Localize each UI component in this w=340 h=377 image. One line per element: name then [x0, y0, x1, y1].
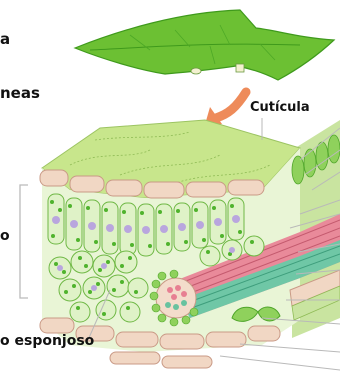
label-cuticle: Cutícula: [250, 100, 310, 115]
label-fragment-upper: neas: [0, 84, 40, 102]
label-fragment-top: a: [0, 30, 10, 48]
mesophyll-bracket: [20, 185, 28, 298]
leaf-illustration: [75, 10, 334, 80]
label-fragment-mid: o: [0, 228, 10, 244]
label-spongy-mesophyll: o esponjoso: [0, 333, 94, 349]
